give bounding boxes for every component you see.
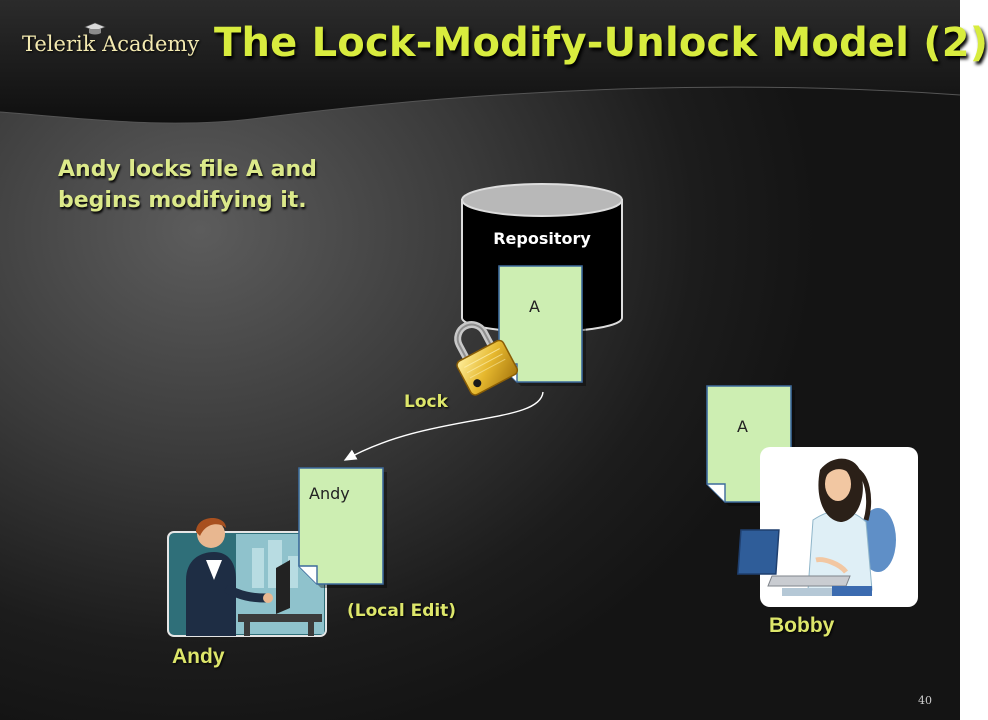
- page-number: 40: [918, 694, 932, 707]
- bobby-file-label: A: [737, 417, 748, 436]
- repository-label: Repository: [493, 229, 591, 248]
- andy-file-label: Andy: [309, 484, 350, 503]
- bobby-file-a: [706, 385, 795, 506]
- local-edit-label: (Local Edit): [347, 601, 457, 621]
- header-band: [0, 0, 961, 124]
- bobby-name-label: Bobby: [769, 614, 835, 637]
- slide-title: The Lock-Modify-Unlock Model (2): [214, 20, 988, 66]
- telerik-academy-logo: Telerik Academy: [22, 32, 200, 56]
- repository-file-label: A: [529, 297, 540, 316]
- lock-label: Lock: [404, 392, 448, 412]
- bobby-illustration: [737, 447, 918, 607]
- caption-line-1: Andy locks file A and: [58, 157, 317, 182]
- andy-file: [298, 467, 387, 588]
- slide-caption: Andy locks file A and begins modifying i…: [58, 154, 317, 216]
- andy-illustration: [167, 517, 327, 637]
- caption-line-2: begins modifying it.: [58, 188, 307, 213]
- repository-file-a: [498, 265, 586, 386]
- diagram-canvas: [167, 183, 918, 637]
- padlock-icon: [454, 321, 519, 396]
- andy-name-label: Andy: [172, 645, 225, 668]
- lock-arrow: [343, 391, 544, 461]
- graduation-cap-icon: [84, 22, 106, 35]
